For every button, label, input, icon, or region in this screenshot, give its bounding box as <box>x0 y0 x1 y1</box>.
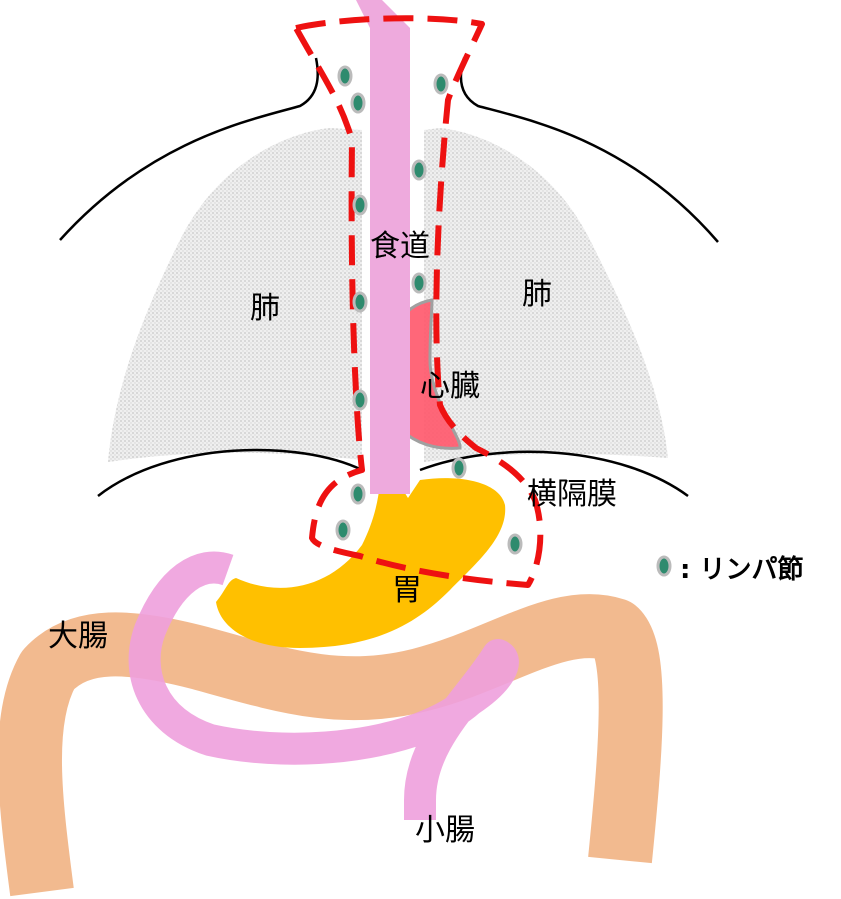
dissection-region-outline <box>293 15 544 588</box>
legend-label: : リンパ節 <box>680 554 803 585</box>
lung-right-label: 肺 <box>522 277 552 312</box>
esophagus-label: 食道 <box>370 229 430 264</box>
lymph-node-icon <box>335 519 351 541</box>
lymph-node-icon <box>352 291 368 313</box>
heart-label: 心臓 <box>420 369 480 404</box>
lymph-node-icon <box>352 389 368 411</box>
stomach <box>216 478 506 648</box>
diaphragm-right <box>419 450 689 498</box>
lymph-node-icon <box>411 272 427 294</box>
lymph-node-icon <box>352 194 368 216</box>
lymph-node-icon <box>433 73 449 95</box>
lymph-nodes <box>335 65 523 555</box>
lymph-node-icon <box>337 65 353 87</box>
diaphragm-left <box>97 448 363 497</box>
lymph-node-icon <box>451 457 467 479</box>
lymph-node-icon <box>507 533 523 555</box>
lymph-node-icon <box>350 483 366 505</box>
body-outline-right <box>459 57 719 243</box>
lymph-node-icon <box>411 159 427 181</box>
lymph-node-icon <box>350 92 366 114</box>
stomach-label: 胃 <box>392 573 422 608</box>
lymph-node-icon <box>656 555 672 577</box>
body-outline-left <box>59 57 319 241</box>
small-intestine-label: 小腸 <box>415 813 475 848</box>
lung-left-label: 肺 <box>250 291 280 326</box>
esophagus <box>356 0 410 494</box>
legend: : リンパ節 <box>656 554 803 585</box>
diaphragm-label: 横隔膜 <box>527 477 617 512</box>
right-lung <box>424 128 668 462</box>
left-lung <box>108 128 362 462</box>
small-intestine <box>128 551 519 820</box>
large-intestine <box>0 594 663 897</box>
large-intestine-label: 大腸 <box>48 619 108 654</box>
